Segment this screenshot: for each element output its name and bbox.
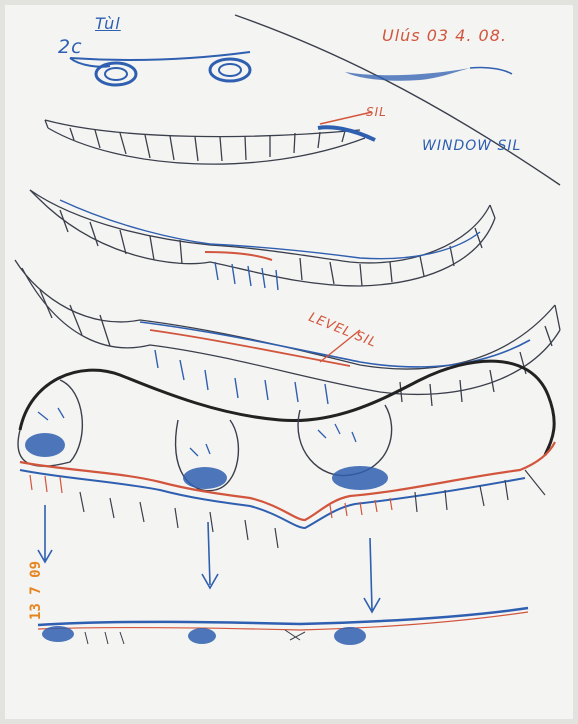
sketch-bottom-pond-3 [334,627,366,645]
label-window-sil: WINDOW SIL [422,138,521,154]
sketch-pond-1 [25,433,65,457]
label-figure-index: 2c [58,36,83,58]
sketch-pond-2 [183,467,227,489]
sketch-pond-3 [332,466,388,490]
camera-date-stamp: 13 7 09 [28,561,44,620]
label-sil: SIL [366,105,387,119]
sketch-bottom-pond-2 [188,628,216,644]
label-figure-number: Tùl [95,14,121,33]
sketch-bottom-pond-1 [42,626,74,642]
label-date: Ulús 03 4. 08. [382,26,507,45]
